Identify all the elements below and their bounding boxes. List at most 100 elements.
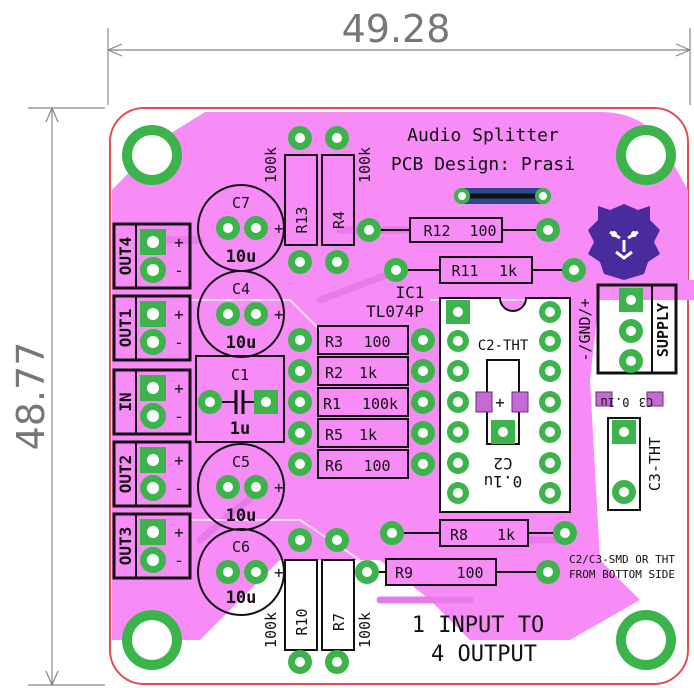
svg-text:100k: 100k <box>362 395 398 413</box>
svg-text:10u: 10u <box>226 506 257 526</box>
svg-text:10u: 10u <box>226 247 257 267</box>
resistor-r11: R11 1k <box>384 256 586 284</box>
svg-text:R7: R7 <box>330 613 348 631</box>
resistor-r6: R6 100 <box>288 449 435 479</box>
mounting-holes <box>122 125 676 670</box>
svg-text:+: + <box>274 478 284 497</box>
svg-text:C7: C7 <box>232 194 250 212</box>
connector-label: OUT4 <box>116 237 135 276</box>
mounting-hole <box>122 125 182 185</box>
svg-text:R8: R8 <box>450 526 468 544</box>
lion-logo-icon <box>588 204 660 280</box>
svg-text:R10: R10 <box>293 608 311 635</box>
svg-text:-: - <box>174 333 184 352</box>
svg-text:0.1u: 0.1u <box>601 395 630 409</box>
svg-text:+: + <box>174 451 184 470</box>
svg-text:C3-THT: C3-THT <box>646 437 664 491</box>
connector-label: OUT2 <box>116 455 135 494</box>
svg-text:100k: 100k <box>356 147 374 183</box>
resistor-r4: 100k R4 <box>321 126 374 274</box>
svg-text:-: - <box>174 551 184 570</box>
capacitor-c5: C5 10u + <box>197 443 285 531</box>
svg-text:C5: C5 <box>232 453 250 471</box>
svg-text:10u: 10u <box>226 333 257 353</box>
svg-text:100k: 100k <box>262 147 280 183</box>
connector-out1: OUT1 + - <box>112 294 192 362</box>
svg-text:+: + <box>174 305 184 324</box>
board-subtitle: PCB Design: Prasi <box>391 154 575 175</box>
svg-text:-: - <box>174 261 184 280</box>
svg-text:+: + <box>495 393 505 412</box>
svg-text:R4: R4 <box>330 211 348 229</box>
svg-text:0.1u: 0.1u <box>484 472 523 491</box>
caption-line1: 1 INPUT TO <box>412 613 544 638</box>
resistor-r12: R12 100 <box>357 217 560 243</box>
height-dimension-label: 48.77 <box>9 342 53 451</box>
mounting-hole <box>122 610 182 670</box>
svg-text:100: 100 <box>363 457 390 475</box>
connector-label: OUT1 <box>116 309 135 348</box>
svg-text:+: + <box>174 379 184 398</box>
caption-line2: 4 OUTPUT <box>431 642 537 667</box>
mounting-hole <box>616 125 676 185</box>
svg-text:R3: R3 <box>325 333 343 351</box>
connector-out3: OUT3 + - <box>112 512 192 580</box>
resistor-r10: 100k R10 <box>262 528 318 674</box>
connector-out2: OUT2 + - <box>112 440 192 508</box>
resistor-r9: R9 100 <box>355 558 560 586</box>
ic1-tl074p: IC1 TL074P <box>366 283 571 513</box>
supply-label: SUPPLY <box>654 303 672 357</box>
resistor-r2: R2 1k <box>288 356 435 386</box>
svg-text:R1: R1 <box>323 395 341 413</box>
svg-text:1k: 1k <box>499 262 517 280</box>
svg-text:R2: R2 <box>325 364 343 382</box>
height-dimension <box>28 106 105 687</box>
svg-text:1k: 1k <box>359 426 377 444</box>
svg-text:C4: C4 <box>232 280 250 298</box>
svg-text:C2: C2 <box>493 454 512 473</box>
resistor-r3: R3 100 <box>288 325 435 355</box>
svg-text:1u: 1u <box>230 419 250 439</box>
capacitor-c1: C1 1u <box>195 355 285 443</box>
svg-text:100: 100 <box>469 222 496 240</box>
width-dimension-label: 49.28 <box>342 7 451 51</box>
svg-text:+: + <box>174 233 184 252</box>
svg-text:100: 100 <box>363 333 390 351</box>
supply-connector: SUPPLY -/GND/+ <box>576 283 678 375</box>
svg-text:R11: R11 <box>451 262 478 280</box>
svg-text:1k: 1k <box>359 364 377 382</box>
ic-pins-left <box>447 330 469 504</box>
resistor-r7: 100k R7 <box>321 528 374 674</box>
jumper-wire <box>454 188 551 204</box>
connector-label: OUT3 <box>116 527 135 566</box>
svg-text:+: + <box>274 563 284 582</box>
mounting-hole <box>616 610 676 670</box>
svg-text:-: - <box>174 407 184 426</box>
capacitor-c3: C3 0.1u C3-THT <box>595 391 664 511</box>
resistor-r1: R1 100k <box>288 387 435 417</box>
svg-text:R5: R5 <box>325 426 343 444</box>
svg-text:C3: C3 <box>639 395 653 409</box>
resistor-r13: 100k R13 <box>262 126 318 274</box>
svg-text:100k: 100k <box>356 612 374 648</box>
connector-out4: OUT4 + - <box>112 222 192 290</box>
svg-text:-: - <box>174 479 184 498</box>
svg-text:1k: 1k <box>497 526 515 544</box>
svg-text:100: 100 <box>456 564 483 582</box>
ic-ref: IC1 <box>396 283 425 302</box>
capacitor-c2: C2-THT + C2 0.1u <box>475 338 529 491</box>
svg-text:R13: R13 <box>293 206 311 233</box>
svg-text:C2-THT: C2-THT <box>478 338 529 354</box>
assembly-note-line1: C2/C3-SMD OR THT <box>569 553 675 566</box>
assembly-note-line2: FROM BOTTOM SIDE <box>569 568 675 581</box>
svg-text:R6: R6 <box>325 457 343 475</box>
svg-text:R12: R12 <box>423 222 450 240</box>
svg-text:10u: 10u <box>226 588 257 608</box>
resistor-r8: R8 1k <box>380 519 577 547</box>
board-title: Audio Splitter <box>407 125 559 146</box>
svg-text:C1: C1 <box>231 366 249 384</box>
svg-text:100k: 100k <box>262 612 280 648</box>
resistor-r5: R5 1k <box>288 418 435 448</box>
width-dimension <box>106 28 692 105</box>
svg-text:+: + <box>174 523 184 542</box>
